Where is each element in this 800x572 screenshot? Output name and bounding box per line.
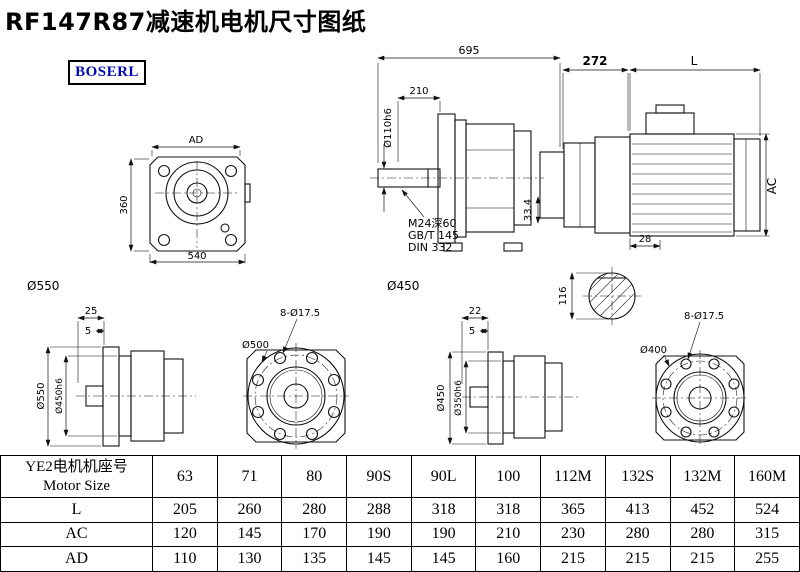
dim-22: 22	[469, 306, 482, 317]
flange-side-large-view: 25 5 Ø550 Ø450h6	[35, 306, 196, 447]
label-holes-large: 8-Ø17.5	[280, 307, 320, 319]
dim-spigot-450: Ø450h6	[54, 378, 65, 414]
value-l-112m: 365	[540, 497, 606, 523]
row-label-l: L	[0, 497, 153, 523]
label-holes-small: 8-Ø17.5	[684, 310, 724, 322]
table-header-row: YE2电机机座号 Motor Size 63 71 80 90S 90L 100…	[0, 455, 800, 498]
value-ac-80: 170	[281, 521, 348, 548]
dim-od-450-flange: Ø450	[435, 385, 447, 412]
dim-360: 360	[119, 195, 130, 214]
motor-size-col-63: 63	[152, 455, 218, 498]
value-l-132m: 452	[669, 497, 736, 523]
row-label-ac: AC	[0, 521, 153, 548]
table-row-ad: AD 110 130 135 145 145 160 215 215 215 2…	[0, 546, 800, 572]
motor-size-col-90l: 90L	[410, 455, 477, 498]
value-ad-100: 160	[475, 546, 542, 572]
value-l-80: 280	[281, 497, 348, 523]
front-view: AD 360 540 Ø550	[27, 135, 251, 293]
value-ad-71: 130	[216, 546, 283, 572]
motor-size-col-71: 71	[216, 455, 283, 498]
motor-size-col-112m: 112M	[540, 455, 606, 498]
dim-5-large: 5	[85, 326, 91, 337]
value-ac-160m: 315	[734, 521, 800, 548]
value-ac-63: 120	[152, 521, 218, 548]
dim-210: 210	[409, 86, 428, 97]
table-header-cn: YE2电机机座号	[25, 458, 128, 475]
motor-size-col-132s: 132S	[604, 455, 671, 498]
dim-od-550-flange: Ø550	[35, 383, 47, 410]
dim-25: 25	[85, 306, 98, 317]
label-tap-hole: M24深60	[408, 217, 457, 230]
table-header-en: Motor Size	[42, 477, 111, 494]
value-ac-132s: 280	[604, 521, 671, 548]
value-l-63: 205	[152, 497, 218, 523]
flange-face-small-view: Ø400 8-Ø17.5	[640, 310, 748, 446]
label-od-550: Ø550	[27, 279, 59, 293]
dim-695: 695	[459, 44, 480, 57]
motor-size-table: YE2电机机座号 Motor Size 63 71 80 90S 90L 100…	[0, 455, 800, 572]
page-title: RF147R87减速机电机尺寸图纸	[5, 8, 367, 36]
motor-view: 272 L AC 28	[539, 54, 779, 250]
motor-size-col-100: 100	[475, 455, 542, 498]
value-ac-100: 210	[475, 521, 542, 548]
dim-272: 272	[582, 54, 607, 68]
table-row-l: L 205 260 280 288 318 318 365 413 452 52…	[0, 497, 800, 523]
value-ad-63: 110	[152, 546, 218, 572]
motor-size-col-90s: 90S	[346, 455, 412, 498]
row-label-ad: AD	[0, 546, 153, 572]
motor-size-col-80: 80	[281, 455, 348, 498]
dim-33-4: 33.4	[523, 199, 534, 221]
label-std-din: DIN 332	[408, 241, 452, 254]
value-ac-71: 145	[216, 521, 283, 548]
value-ad-80: 135	[281, 546, 348, 572]
dim-5-small: 5	[469, 326, 475, 337]
brand-logo-text: BOSERL	[75, 64, 139, 80]
flange-side-small-view: 22 5 Ø450 Ø350h6	[435, 306, 580, 445]
value-ac-90l: 190	[410, 521, 477, 548]
flange-face-large-view: Ø500 8-Ø17.5	[242, 307, 349, 449]
table-row-ac: AC 120 145 170 190 190 210 230 280 280 3…	[0, 521, 800, 548]
dim-116: 116	[558, 286, 569, 305]
value-ad-112m: 215	[540, 546, 606, 572]
dim-spigot-350: Ø350h6	[453, 380, 464, 416]
value-l-100: 318	[475, 497, 542, 523]
value-ad-90s: 145	[346, 546, 412, 572]
shaft-section-view: 116	[558, 267, 641, 325]
value-ad-132s: 215	[604, 546, 671, 572]
motor-size-col-160m: 160M	[734, 455, 800, 498]
value-l-160m: 524	[734, 497, 800, 523]
side-view: 695 210 Ø110h6 M24深60 GB/T 145 DIN 332 3…	[370, 44, 561, 293]
value-ac-132m: 280	[669, 521, 736, 548]
technical-drawing: AD 360 540 Ø550 695	[27, 44, 779, 449]
value-ad-90l: 145	[410, 546, 477, 572]
label-od-500: Ø500	[242, 339, 269, 351]
value-l-71: 260	[216, 497, 283, 523]
brand-logo: BOSERL	[68, 60, 146, 85]
value-ac-90s: 190	[346, 521, 412, 548]
dim-ac: AC	[765, 178, 779, 194]
value-ad-132m: 215	[669, 546, 736, 572]
label-std-gb: GB/T 145	[408, 229, 459, 242]
label-od-400: Ø400	[640, 344, 667, 356]
dim-540: 540	[187, 251, 206, 262]
value-l-132s: 413	[604, 497, 671, 523]
label-flange-dia-450: Ø450	[387, 279, 419, 293]
dim-ad: AD	[189, 135, 204, 146]
value-ac-112m: 230	[540, 521, 606, 548]
value-ad-160m: 255	[734, 546, 800, 572]
motor-size-col-132m: 132M	[669, 455, 736, 498]
dim-28: 28	[639, 234, 652, 245]
value-l-90l: 318	[410, 497, 477, 523]
table-header-motor-size: YE2电机机座号 Motor Size	[0, 455, 153, 498]
dim-l: L	[691, 54, 698, 68]
dim-shaft-dia: Ø110h6	[382, 108, 394, 148]
value-l-90s: 288	[346, 497, 412, 523]
